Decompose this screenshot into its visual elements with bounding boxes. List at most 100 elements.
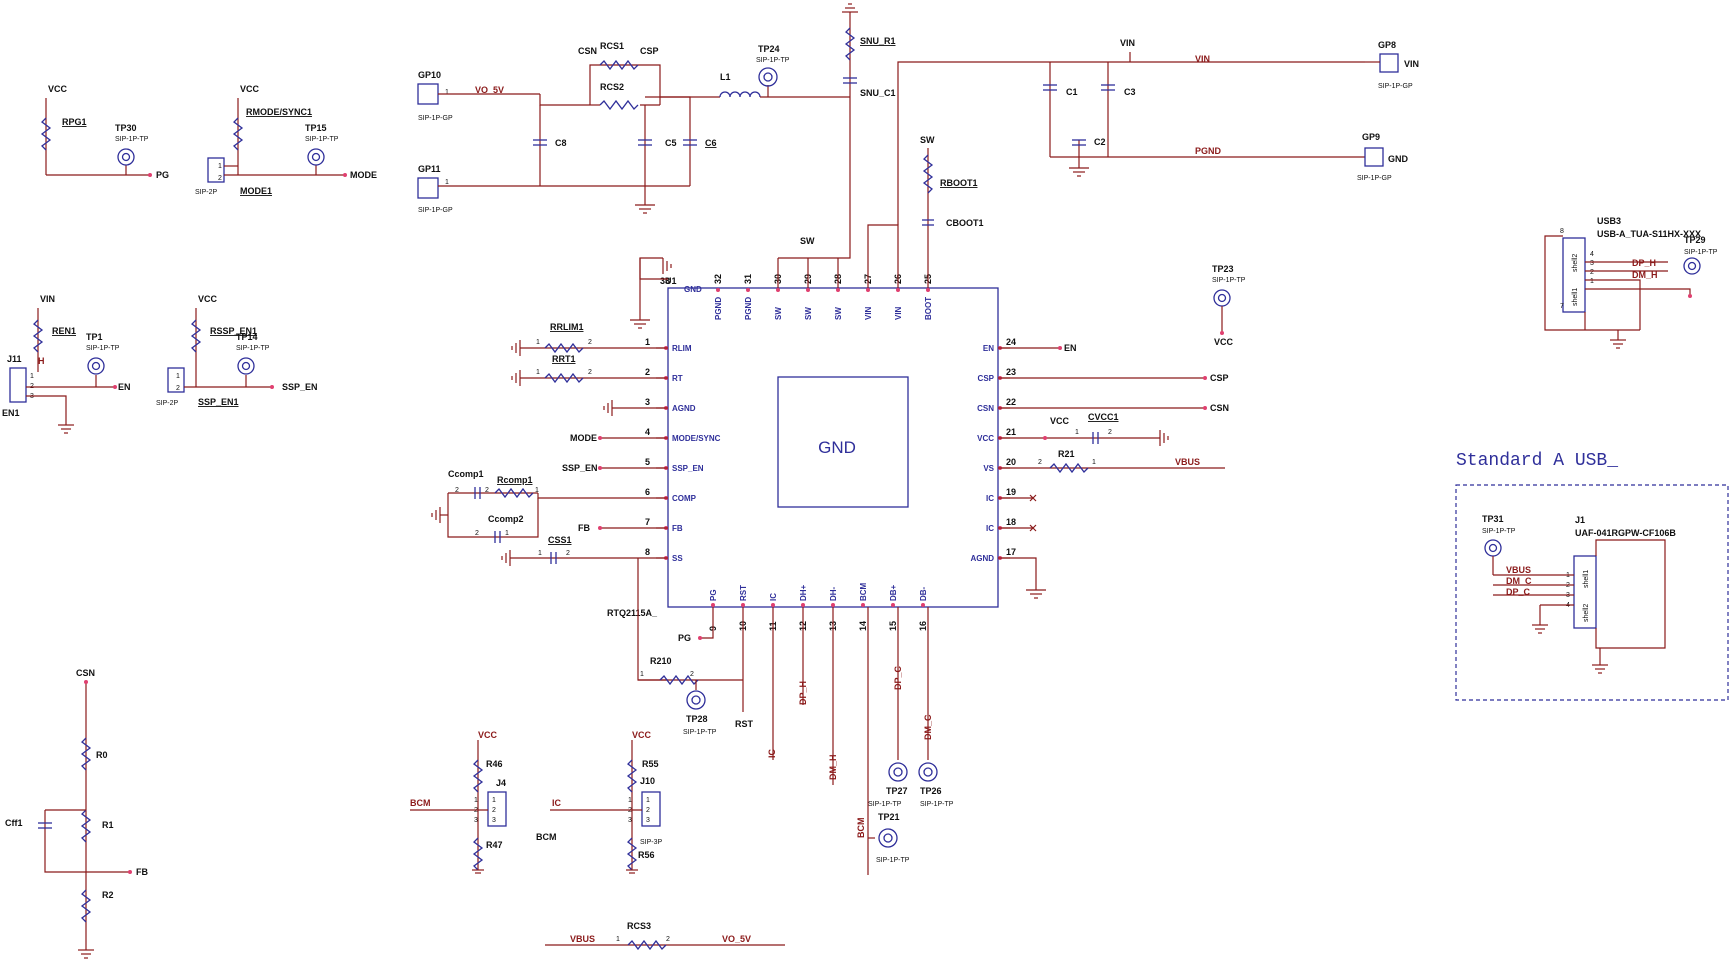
ic-pin-dot: [921, 603, 925, 607]
svg-text:1: 1: [492, 797, 496, 804]
ic-pin-number: 8: [645, 547, 650, 557]
svg-text:shell1: shell1: [1583, 570, 1590, 588]
svg-text:SIP-1P-TP: SIP-1P-TP: [683, 729, 717, 736]
svg-text:shell1: shell1: [1572, 288, 1579, 306]
svg-text:FB: FB: [136, 867, 148, 877]
csn-net: CSN: [998, 403, 1229, 413]
svg-text:GP8: GP8: [1378, 40, 1396, 50]
svg-text:1: 1: [445, 179, 449, 186]
ic-part: RTQ2115A_: [607, 608, 658, 618]
ic-pin-number: 1: [645, 337, 650, 347]
vin-ic-net: [867, 61, 1365, 288]
svg-text:TP29: TP29: [1684, 235, 1706, 245]
svg-text:GP10: GP10: [418, 70, 441, 80]
rmode-pullup: VCC RMODE/SYNC1 12 MODE TP15 SIP-1P-TP S…: [195, 84, 377, 196]
svg-text:1: 1: [538, 550, 542, 557]
ic-pin-name: AGND: [970, 554, 994, 563]
ic-select: VCC R55 R56 J10 123 123 IC BCM SIP-3P: [536, 730, 663, 874]
ic-pin-dot: [806, 288, 810, 292]
svg-text:SW: SW: [920, 135, 935, 145]
svg-text:J4: J4: [496, 778, 506, 788]
ic-pin-name: FB: [672, 524, 683, 533]
svg-text:Ccomp1: Ccomp1: [448, 469, 484, 479]
svg-text:2: 2: [1108, 429, 1112, 436]
ic-gnd-net: [630, 257, 672, 329]
ic-pin-dot: [891, 603, 895, 607]
svg-text:TP21: TP21: [878, 812, 900, 822]
pg-bottom: PG: [678, 607, 714, 643]
svg-text:C2: C2: [1094, 137, 1106, 147]
usb3-connector[interactable]: USB3 USB-A_TUA-S11HX-XXX shell2 shell1 4…: [1544, 216, 1718, 349]
rcs-resistors: RCS1 CSN CSP RCS2: [578, 41, 661, 111]
svg-text:BCM: BCM: [410, 798, 431, 808]
gp11-input[interactable]: GP11 SIP-1P-GP 1: [417, 164, 690, 214]
svg-text:1: 1: [646, 797, 650, 804]
svg-text:RPG1: RPG1: [62, 117, 87, 127]
svg-text:2: 2: [492, 807, 496, 814]
ic-pin-name: IC: [986, 494, 994, 503]
ic-pin-dot: [926, 288, 930, 292]
gp8-vin[interactable]: GP8 VIN SIP-1P-GP: [1365, 40, 1419, 90]
ic-pin-dot: [801, 603, 805, 607]
ic-pin-number: 18: [1006, 517, 1016, 527]
gp10-input[interactable]: GP10 SIP-1P-GP 1 VO_5V: [417, 70, 590, 122]
svg-text:TP24: TP24: [758, 44, 780, 54]
ic-pin-name: BCM: [859, 582, 868, 601]
svg-text:MODE: MODE: [570, 433, 597, 443]
svg-text:8: 8: [1560, 228, 1564, 235]
svg-text:SIP-3P: SIP-3P: [640, 839, 663, 846]
svg-text:VCC: VCC: [198, 294, 218, 304]
svg-text:USB3: USB3: [1597, 216, 1621, 226]
svg-text:C3: C3: [1124, 87, 1136, 97]
svg-text:EN1: EN1: [2, 408, 20, 418]
svg-text:PG: PG: [156, 170, 169, 180]
svg-text:R21: R21: [1058, 449, 1075, 459]
svg-text:SSP_EN: SSP_EN: [562, 463, 598, 473]
svg-text:SIP-1P-TP: SIP-1P-TP: [1212, 277, 1246, 284]
ic-pin-name: SS: [672, 554, 683, 563]
ic-pin-name: COMP: [672, 494, 697, 503]
svg-text:RCS2: RCS2: [600, 82, 624, 92]
svg-text:DP_H: DP_H: [1632, 258, 1656, 268]
ssp-pullup: VCC RSSP_EN1 12 SSP_EN TP14 SIP-1P-TP SI…: [156, 294, 318, 407]
svg-text:RST: RST: [735, 719, 754, 729]
svg-text:CVCC1: CVCC1: [1088, 412, 1119, 422]
svg-text:R56: R56: [638, 850, 655, 860]
svg-text:RMODE/SYNC1: RMODE/SYNC1: [246, 107, 312, 117]
gp9-gnd[interactable]: GP9 GND SIP-1P-GP: [1357, 132, 1409, 182]
svg-text:2: 2: [176, 385, 180, 392]
svg-text:UAF-041RGPW-CF106B: UAF-041RGPW-CF106B: [1575, 528, 1676, 538]
ic-pin-number: 14: [858, 621, 868, 631]
usb-j1-connector[interactable]: J1 UAF-041RGPW-CF106B shell1 shell2 1234…: [1482, 514, 1676, 674]
svg-text:shell2: shell2: [1583, 604, 1590, 622]
ic-pin-number: 21: [1006, 427, 1016, 437]
svg-text:3: 3: [1590, 260, 1594, 267]
ic-pin-name: PG: [709, 589, 718, 601]
ic-pin-name: BOOT: [924, 297, 933, 320]
ic-pin-name: IC: [986, 524, 994, 533]
svg-text:7: 7: [1560, 303, 1564, 310]
svg-text:CSP: CSP: [1210, 373, 1229, 383]
svg-text:VO_5V: VO_5V: [475, 85, 504, 95]
svg-text:1: 1: [536, 369, 540, 376]
ic-pin-dot: [861, 603, 865, 607]
svg-text:R2: R2: [102, 890, 114, 900]
rpg1-pullup: VCC RPG1 PG TP30 SIP-1P-TP: [40, 84, 169, 180]
ic-pin-name: SSP_EN: [672, 464, 704, 473]
ic-pin-dot: [896, 288, 900, 292]
svg-text:MODE1: MODE1: [240, 186, 272, 196]
ic-pin-name: CSN: [977, 404, 994, 413]
svg-text:1: 1: [445, 89, 449, 96]
svg-text:shell2: shell2: [1572, 254, 1579, 272]
usb-section-box: [1455, 484, 1729, 701]
dph-bottom: DP_H: [798, 607, 808, 705]
ic-u1[interactable]: GND U1 RTQ2115A_ GND 33 1RLIM2RT3AGND4MO…: [607, 274, 1016, 631]
en-net: EN: [998, 343, 1077, 353]
svg-text:Cff1: Cff1: [5, 818, 23, 828]
svg-text:TP1: TP1: [86, 332, 103, 342]
svg-text:BCM: BCM: [856, 818, 866, 839]
ic-pin-number: 4: [645, 427, 650, 437]
ic-pin-name: VCC: [977, 434, 994, 443]
